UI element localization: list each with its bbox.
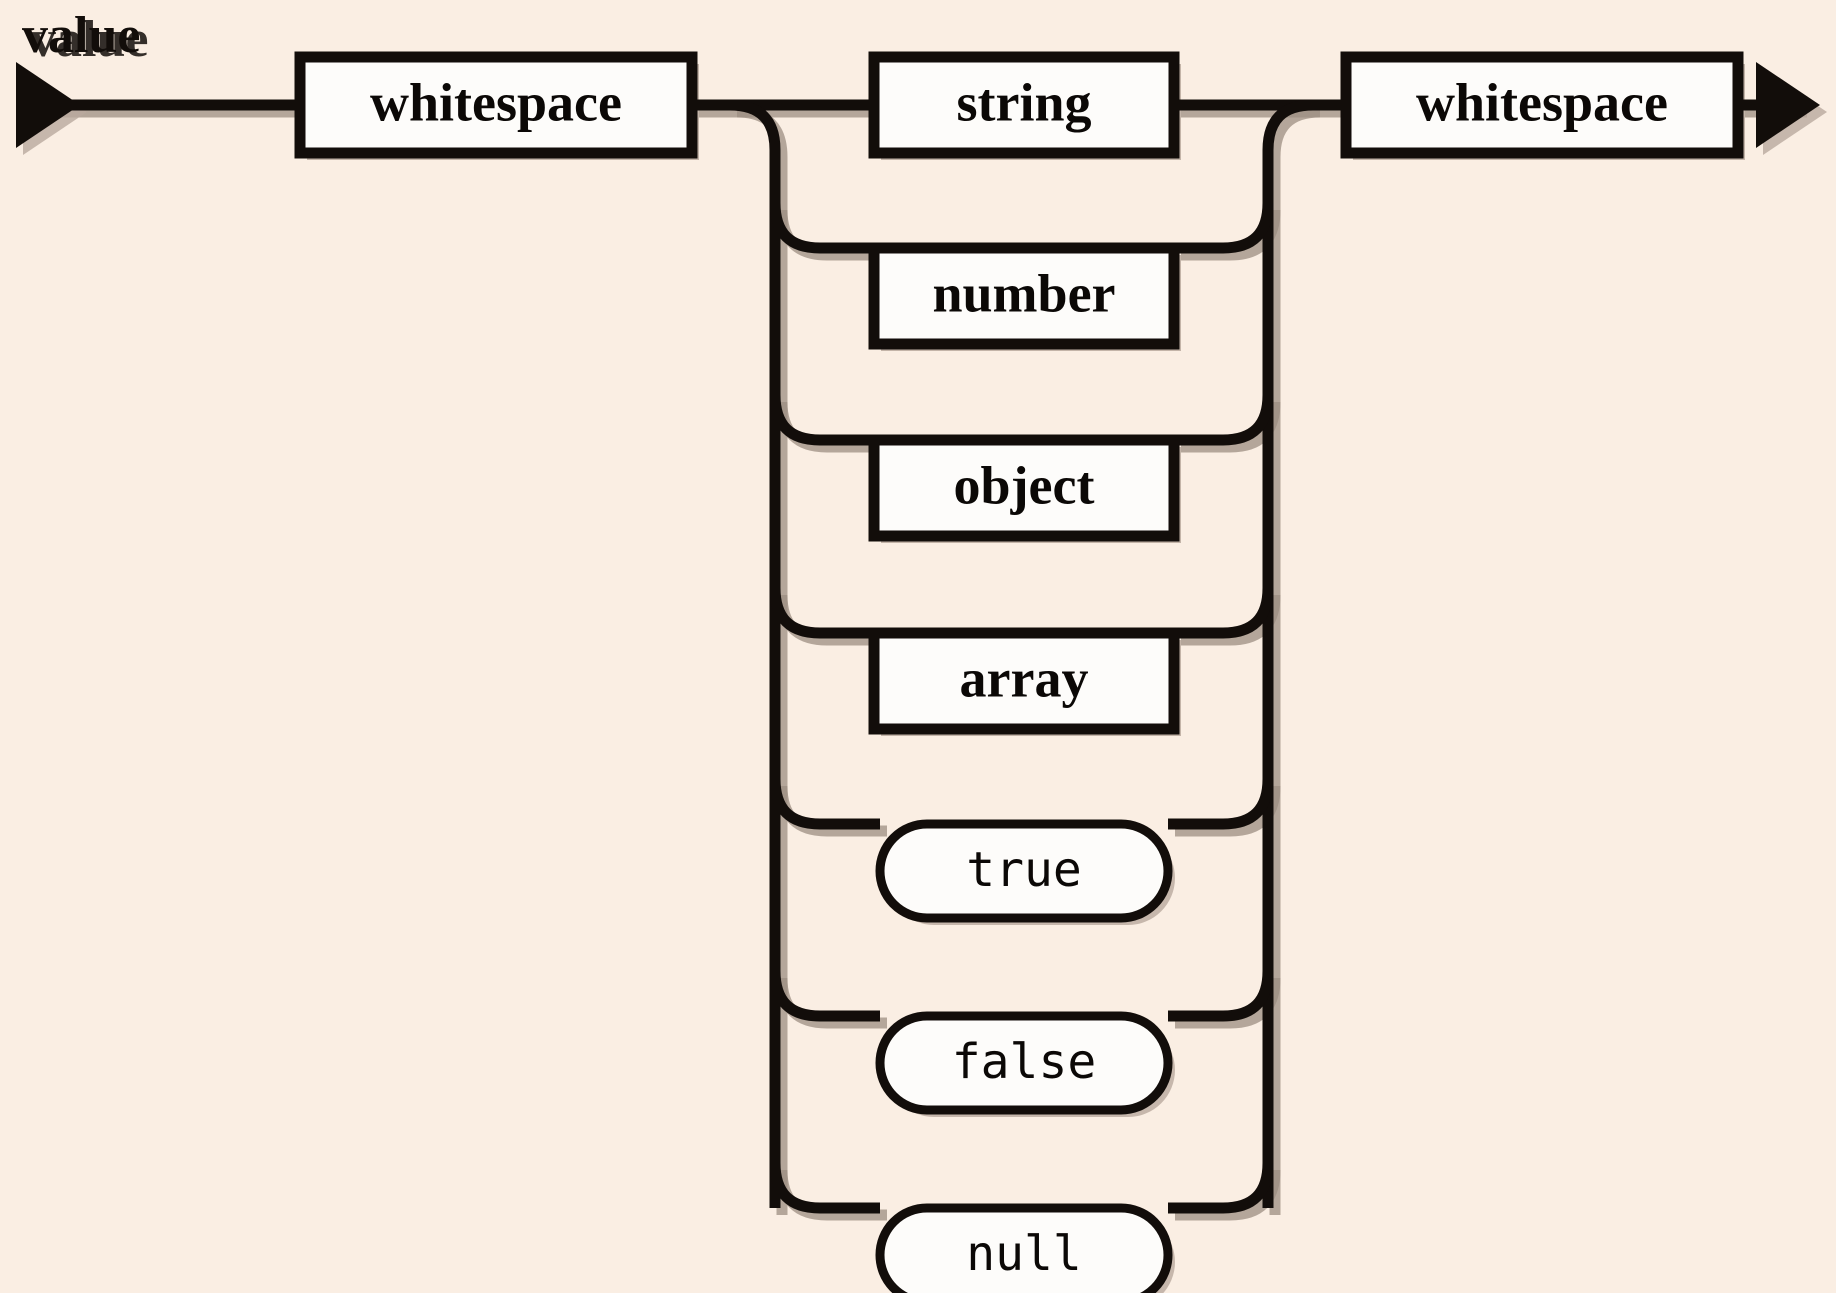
node-box	[294, 51, 698, 159]
node-label: object	[954, 455, 1095, 515]
rail-branch-in-array	[769, 587, 874, 639]
rail-branch-in-null	[769, 1162, 880, 1214]
node-label: array	[960, 648, 1089, 708]
exit-arrow-icon	[1756, 62, 1820, 148]
node-label: whitespace	[370, 72, 622, 132]
node-true[interactable]: true	[875, 819, 1173, 923]
node-box	[875, 1203, 1173, 1293]
node-box	[1340, 51, 1744, 159]
node-false[interactable]: false	[875, 1011, 1173, 1115]
page-title: value	[22, 7, 140, 64]
rail-merge-out-array	[1174, 587, 1274, 639]
node-label: number	[932, 263, 1115, 323]
node-null[interactable]: null	[875, 1203, 1173, 1293]
node-array[interactable]: array	[868, 627, 1180, 735]
entry-arrow-icon	[16, 62, 80, 148]
node-label: true	[966, 842, 1082, 898]
node-box	[868, 627, 1180, 735]
rail-merge-out-object	[1174, 394, 1274, 446]
rail-left-branch-trunk	[729, 99, 781, 1208]
rail-merge-out-number	[1174, 202, 1274, 254]
node-label: string	[957, 72, 1092, 132]
rail-branch-in-true	[769, 778, 880, 830]
rail-branch-in-object	[769, 394, 874, 446]
node-box	[868, 242, 1180, 350]
node-box	[875, 1011, 1173, 1115]
node-label: null	[966, 1226, 1082, 1282]
node-string[interactable]: string	[868, 51, 1180, 159]
node-box	[868, 434, 1180, 542]
node-label: false	[952, 1034, 1097, 1090]
node-object[interactable]: object	[868, 434, 1180, 542]
page-title-ghost: value	[30, 11, 148, 68]
node-number[interactable]: number	[868, 242, 1180, 350]
node-box	[875, 819, 1173, 923]
rail-merge-out-false	[1168, 970, 1274, 1022]
rail-right-merge-trunk	[1262, 99, 1314, 1208]
node-box	[868, 51, 1180, 159]
node-label: whitespace	[1416, 72, 1668, 132]
node-whitespace-left[interactable]: whitespace	[294, 51, 698, 159]
rail-merge-out-true	[1168, 778, 1274, 830]
rail-merge-out-null	[1168, 1162, 1274, 1214]
rail-branch-in-number	[769, 202, 874, 254]
rail-branch-in-false	[769, 970, 880, 1022]
node-whitespace-right[interactable]: whitespace	[1340, 51, 1744, 159]
